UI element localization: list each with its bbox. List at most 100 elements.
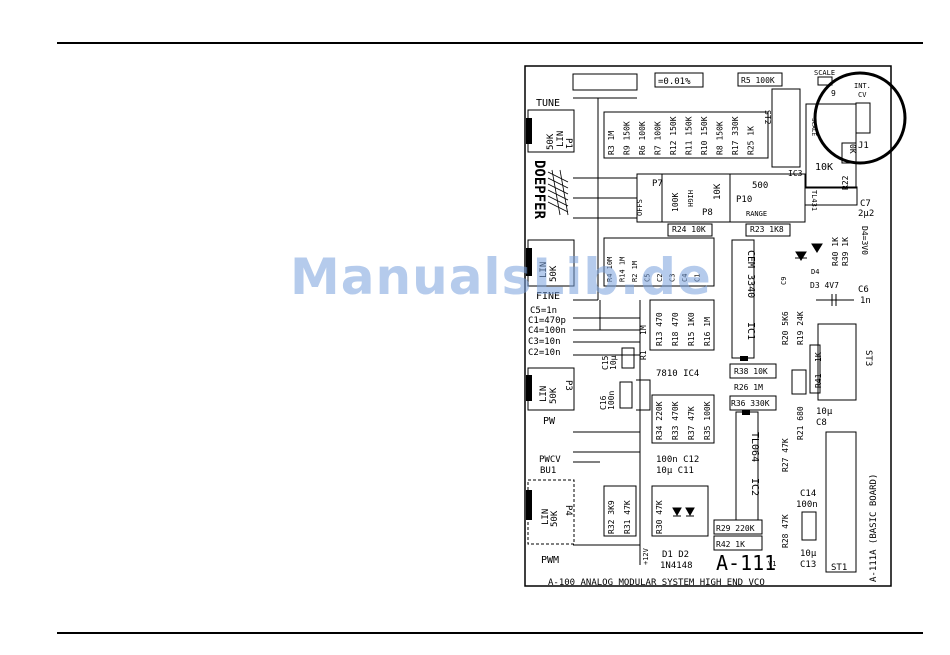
r28-label: R28 47K [781, 514, 790, 548]
d4-diode [795, 251, 807, 261]
p8-label: P8 [702, 208, 713, 218]
p1-lin-label: LIN [556, 131, 566, 147]
c15-label: C15 [601, 355, 610, 370]
r36-label: R36 330K [731, 399, 770, 408]
r1-label: R1 [639, 350, 648, 360]
c6-label: C6 [858, 285, 869, 295]
r32-label: R32 3K9 [607, 500, 616, 534]
r40-label: R40 1K [831, 237, 840, 266]
tune-label: TUNE [536, 98, 560, 109]
cap-row-label: C3 [669, 274, 677, 282]
st2-connector [771, 88, 801, 168]
diode-type-label: 1N4148 [660, 561, 693, 571]
r33-label: R33 470K [671, 401, 680, 440]
tl431-label: TL431 [810, 190, 818, 211]
st1-connector [825, 431, 857, 573]
resistor-label: R3 1M [607, 131, 616, 155]
version-label: V1 [768, 560, 776, 568]
pot-p2: LIN 50K [526, 239, 575, 287]
r42-label: R42 1K [716, 540, 745, 549]
r29-label: R29 220K [716, 524, 755, 533]
c7-label: C7 [860, 199, 871, 209]
cap-row-label: R4 10M [606, 257, 614, 282]
r19-label: R19 24K [796, 311, 805, 345]
pot-p1: LIN 50K P1 [526, 109, 575, 153]
d4-label: D4 [811, 268, 819, 276]
j1-label: J1 [858, 141, 869, 151]
cap-row-label: C5 [644, 274, 652, 282]
intcv-label-1: INT. [854, 82, 871, 90]
scale-side-label: SCALE [810, 118, 817, 136]
c7-value: 2µ2 [858, 209, 874, 219]
offs-label: OFFS [636, 199, 644, 216]
c8-value: 10µ [816, 407, 833, 417]
r37-label: R37 47K [687, 406, 696, 440]
j1-jumper [855, 102, 871, 134]
resistor-label: R11 150K [685, 116, 694, 155]
board-outline [524, 65, 892, 587]
tolerance-label: =0.01% [658, 77, 691, 87]
fine-label: FINE [536, 291, 560, 302]
highlight-circle [813, 71, 907, 165]
r39-label: R39 1K [841, 237, 850, 266]
cap-row-label: C1 [694, 274, 702, 282]
c14-label: C14 [800, 489, 816, 499]
resistor-label: R17 330K [731, 116, 740, 155]
resistor-label: R25 1K [747, 126, 756, 155]
c1-note: C1=470p [528, 316, 566, 326]
p4-ref: P4 [563, 505, 573, 516]
p10-label: P10 [736, 195, 752, 205]
pot-p4: LIN 50K P4 [526, 479, 575, 545]
p10-value: 500 [752, 181, 768, 191]
header-rule [57, 42, 923, 44]
p3-lin-label: LIN [539, 386, 549, 402]
r41-value: 1K [814, 352, 823, 362]
c15-value: 10µ [609, 355, 618, 370]
model-label: A-111 [716, 551, 776, 575]
ic1-label: IC1 [745, 322, 756, 340]
doepfer-logo: DOEPFER [531, 160, 547, 220]
ic2-tl064 [735, 411, 759, 521]
resistor-label: R7 100K [654, 121, 663, 155]
basic-board-label: A-111A (BASIC BOARD) [869, 474, 879, 582]
d3-diode [811, 243, 823, 253]
d4v-label: D4=3V0 [860, 226, 869, 255]
c8-label: C8 [816, 418, 827, 428]
r5-box [737, 72, 783, 87]
bu1-label: BU1 [540, 466, 556, 476]
ic3-10k-label: 10K [815, 162, 833, 173]
resistor-label: R8 150K [716, 121, 725, 155]
d1d2-label: D1 D2 [662, 550, 689, 560]
j9-label: 9 [831, 89, 836, 98]
st3-connector [817, 323, 857, 401]
r5-label: R5 100K [741, 76, 775, 85]
cap-row-label: R14 1M [619, 257, 627, 282]
high-label: HIGH [686, 190, 694, 207]
r22-label: R22 [841, 175, 850, 190]
board-footer-label: A-100 ANALOG MODULAR SYSTEM HIGH END VCO [548, 578, 765, 588]
p3-value: 50K [549, 387, 559, 404]
cap-row-label: C4 [681, 274, 689, 282]
c13-value: 10µ [800, 549, 817, 559]
r34-label: R34 220K [655, 401, 664, 440]
c13-label: C13 [800, 560, 816, 570]
trimmer-block [636, 173, 806, 223]
cap-row-label: C2 [656, 274, 664, 282]
c4-note: C4=100n [528, 326, 566, 336]
cem-label: CEM 3340 [745, 250, 756, 298]
p2-value: 50K [549, 265, 559, 282]
r1-value: 1M [639, 325, 648, 335]
r23-label: R23 1K8 [750, 225, 784, 234]
pwcv-label: PWCV [539, 455, 561, 465]
r30-label: R30 47K [655, 500, 664, 534]
r31-label: R31 47K [623, 500, 632, 534]
r41-label: R41 [814, 373, 823, 388]
r35-label: R35 100K [703, 401, 712, 440]
p7-value: 100K [671, 193, 680, 212]
res-block-r34 [651, 394, 715, 444]
p4-lin-label: LIN [541, 509, 551, 525]
r38-label: R38 10K [734, 367, 768, 376]
p7-label: P7 [652, 179, 663, 189]
